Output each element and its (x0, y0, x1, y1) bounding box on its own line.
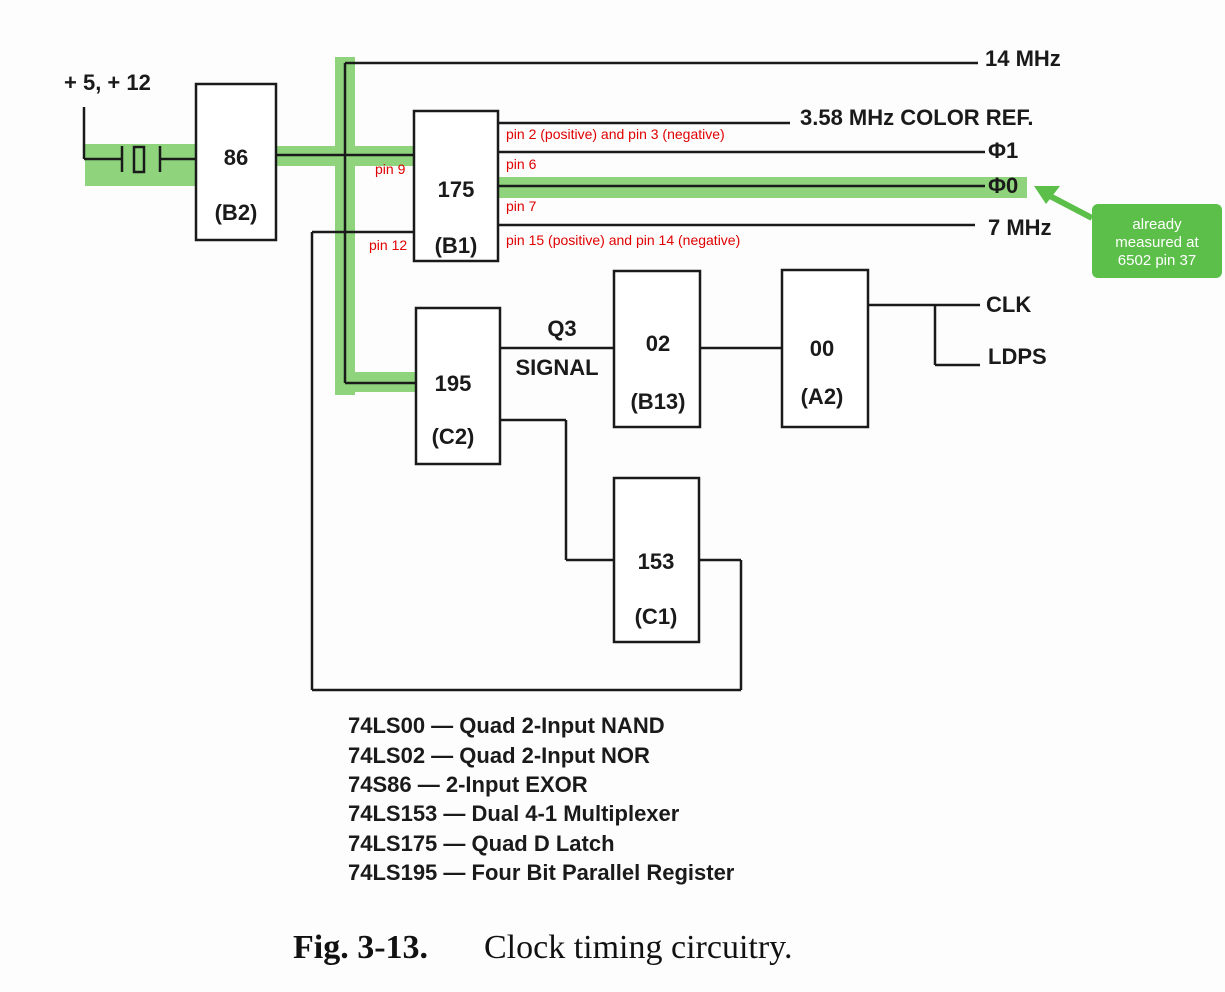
pin15-14-annotation: pin 15 (positive) and pin 14 (negative) (506, 232, 740, 248)
pin2-3-annotation: pin 2 (positive) and pin 3 (negative) (506, 126, 725, 142)
chip-b2-ref: (B2) (215, 200, 258, 225)
wires (82, 61, 985, 692)
pin9-annotation: pin 9 (375, 161, 406, 177)
note-arrow-line (1046, 192, 1094, 221)
crystal-symbol (120, 145, 162, 174)
output-phi1: Φ1 (988, 138, 1018, 163)
legend-line: 74LS175 — Quad D Latch (348, 831, 615, 856)
chip-c2-ref: (C2) (432, 424, 475, 449)
chip-a2-ref: (A2) (801, 384, 844, 409)
output-7mhz: 7 MHz (988, 215, 1052, 240)
chip-b2-box (194, 82, 278, 242)
output-clk: CLK (986, 292, 1031, 317)
chip-b2-number: 86 (224, 145, 248, 170)
legend-line: 74LS153 — Dual 4-1 Multiplexer (348, 801, 680, 826)
chip-c1-number: 153 (638, 549, 675, 574)
pin12-annotation: pin 12 (369, 237, 407, 253)
chip-boxes (194, 82, 870, 644)
chip-c1-ref: (C1) (635, 604, 678, 629)
highlight-bands (85, 57, 1027, 395)
part-legend: 74LS00 — Quad 2-Input NAND 74LS02 — Quad… (348, 713, 735, 885)
note-box (1092, 204, 1222, 278)
chip-b13-number: 02 (646, 331, 670, 356)
measured-note: already measured at 6502 pin 37 (1034, 186, 1222, 278)
chip-a2-number: 00 (810, 336, 834, 361)
chip-b1-number: 175 (438, 177, 475, 202)
output-ldps: LDPS (988, 344, 1047, 369)
chip-c1-box (612, 476, 701, 644)
legend-line: 74LS00 — Quad 2-Input NAND (348, 713, 665, 738)
highlight-phi0 (497, 177, 1027, 198)
legend-line: 74LS195 — Four Bit Parallel Register (348, 860, 735, 885)
figure-caption: Clock timing circuitry. (484, 929, 792, 966)
chip-c2-box (414, 306, 502, 466)
chip-b13-ref: (B13) (630, 389, 685, 414)
q3-label: Q3 (547, 316, 576, 341)
note-line-2: measured at (1115, 234, 1199, 251)
signal-label: SIGNAL (515, 355, 598, 380)
pin6-annotation: pin 6 (506, 156, 537, 172)
legend-line: 74LS02 — Quad 2-Input NOR (348, 743, 650, 768)
output-color-ref: 3.58 MHz COLOR REF. (800, 105, 1033, 130)
note-arrow-head (1034, 186, 1060, 204)
note-line-1: already (1132, 216, 1182, 233)
note-line-3: 6502 pin 37 (1118, 252, 1196, 269)
chip-b13-box (612, 269, 702, 429)
pin7-annotation: pin 7 (506, 198, 537, 214)
legend-line: 74S86 — 2-Input EXOR (348, 772, 588, 797)
figure-number: Fig. 3-13. (293, 929, 428, 966)
chip-b1-ref: (B1) (435, 233, 478, 258)
supply-label: + 5, + 12 (64, 70, 151, 95)
output-14mhz: 14 MHz (985, 46, 1061, 71)
output-phi0: Φ0 (988, 173, 1018, 198)
highlight-crystal (85, 144, 195, 186)
chip-c2-number: 195 (435, 371, 472, 396)
chip-a2-box (780, 268, 870, 429)
chip-b1-box (412, 109, 500, 263)
